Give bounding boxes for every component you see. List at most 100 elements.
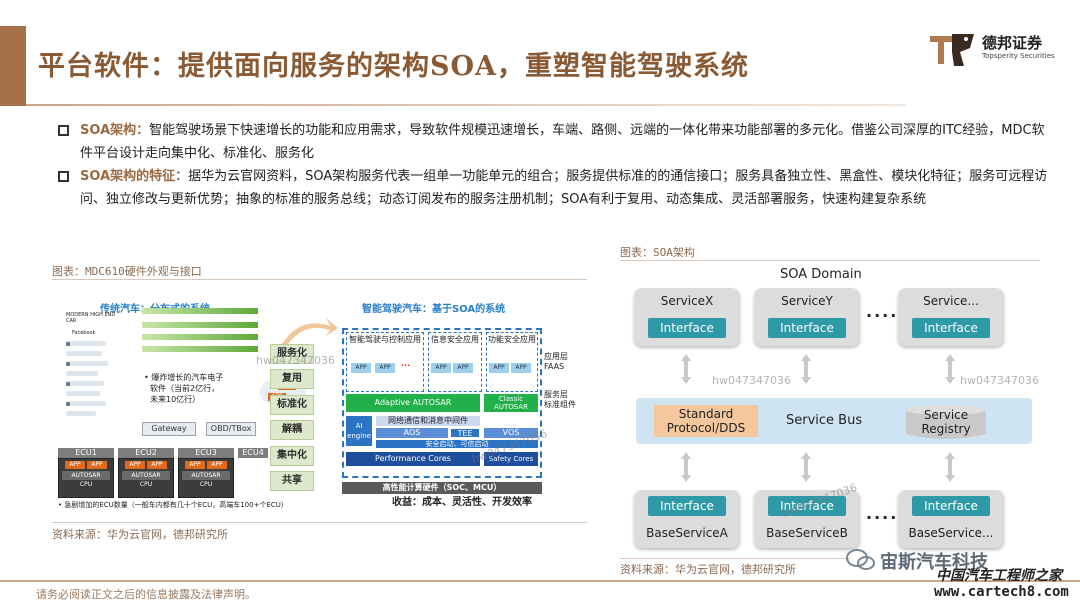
bullet-soa-architecture: SOA架构：智能驾驶场景下快速增长的功能和应用需求，导致软件规模迅速增长，车端、… xyxy=(58,119,1048,165)
tag-standardization: 标准化 xyxy=(270,395,314,415)
watermark-text: hw047347036 xyxy=(256,354,335,367)
safety-cores-bar: Safety Cores xyxy=(484,452,538,466)
bidirectional-arrow-icon xyxy=(945,452,955,482)
service-layer-label: 服务层 标准组件 xyxy=(544,390,576,409)
company-logo-icon xyxy=(930,34,974,66)
ellipsis-top: ···· xyxy=(866,306,899,325)
transition-arrow-icon xyxy=(282,318,338,344)
title-accent-bar xyxy=(0,26,26,106)
tag-centralization: 集中化 xyxy=(270,446,314,466)
adaptive-autosar-bar: Adaptive AUTOSAR xyxy=(346,394,480,412)
ecu-label: ECU2 xyxy=(118,448,174,458)
site-name-cn: 中国汽车工程师之家 xyxy=(936,568,1062,584)
bullet-lead: SOA架构： xyxy=(80,123,150,138)
bullet-lead: SOA架构的特征： xyxy=(80,169,189,184)
standard-protocol-box: Standard Protocol/DDS xyxy=(654,405,758,437)
interface-label: Interface xyxy=(648,318,726,338)
service-more-box: Service... Interface xyxy=(898,288,1004,346)
tag-reuse: 复用 xyxy=(270,369,314,389)
interface-label: Interface xyxy=(912,496,990,516)
base-service-a-box: Interface BaseServiceA xyxy=(634,490,740,548)
ecu-label: ECU4 xyxy=(238,448,268,458)
legal-disclaimer: 请务必阅读正文之后的信息披露及法律声明。 xyxy=(36,588,256,601)
classic-autosar-bar: Classic AUTOSAR xyxy=(484,394,538,412)
network-middleware-bar: 网络通信和消息中间件 xyxy=(376,416,480,426)
bidirectional-arrow-icon xyxy=(681,354,691,384)
square-bullet-icon xyxy=(58,125,69,136)
app-layer-label: 应用层 FAAS xyxy=(544,352,568,371)
service-registry-label: Service Registry xyxy=(921,408,971,436)
right-figure-source: 资料来源：华为云官网，德邦研究所 xyxy=(620,563,796,576)
tag-sharing: 共享 xyxy=(270,471,314,491)
bidirectional-arrow-icon xyxy=(945,354,955,384)
ecu-label: ECU3 xyxy=(178,448,234,458)
logo-text-cn: 德邦证券 xyxy=(982,34,1043,52)
database-icon xyxy=(906,405,986,439)
bullet-soa-features: SOA架构的特征：据华为云官网资料，SOA架构服务代表一组单一功能单元的组合；服… xyxy=(58,165,1048,211)
left-caption-divider xyxy=(52,279,587,280)
bidirectional-arrow-icon xyxy=(801,354,811,384)
company-logo: 德邦证券 Topsperity Securities xyxy=(930,28,1070,72)
title-underline xyxy=(26,104,906,106)
page-title: 平台软件：提供面向服务的架构SOA，重塑智能驾驶系统 xyxy=(38,51,749,82)
left-source-divider xyxy=(52,522,587,523)
benefit-summary: 收益：成本、灵活性、开发效率 xyxy=(392,497,532,508)
ecu-count-note: • 急剧增加的ECU数量（一般车内都有几十个ECU，高端车100+个ECU） xyxy=(58,501,288,509)
explosion-note: • 爆炸增长的汽车电子 软件（当前2亿行， 未来10亿行） xyxy=(144,373,224,404)
right-figure-caption: 图表：SOA架构 xyxy=(620,246,695,259)
bidirectional-arrow-icon xyxy=(801,452,811,482)
interface-label: Interface xyxy=(912,318,990,338)
smart-car-title: 智能驾驶汽车：基于SOA的系统 xyxy=(362,304,506,315)
car-label: MODERN HIGH END CAR xyxy=(66,312,116,324)
soa-stack-diagram: 智能驾驶与控制应用 APP APP ··· 信息安全应用 APP APP 功能安… xyxy=(342,328,542,478)
base-service-more-box: Interface BaseService... xyxy=(898,490,1004,548)
soa-col-driving: 智能驾驶与控制应用 APP APP ··· xyxy=(346,332,424,392)
soa-domain-title: SOA Domain xyxy=(780,267,862,282)
obd-tbox-box: OBD/TBox xyxy=(206,422,256,436)
soa-col-info-security: 信息安全应用 APP APP xyxy=(428,332,482,392)
ai-engine-box: AI engine xyxy=(346,416,372,446)
hardware-bar: 高性能计算硬件（SOC、MCU） xyxy=(342,482,542,494)
ecu-label: ECU1 xyxy=(58,448,114,458)
safe-boot-bar: 安全启动、可信启动 xyxy=(376,440,538,448)
interface-label: Interface xyxy=(768,318,846,338)
aos-bar: AOS xyxy=(376,428,448,438)
watermark-text: hw047347036 xyxy=(712,374,791,387)
growth-arrow xyxy=(142,346,258,352)
wechat-icon xyxy=(846,549,875,570)
logo-text-en: Topsperity Securities xyxy=(982,52,1055,60)
soa-col-func-safety: 功能安全应用 APP APP xyxy=(486,332,538,392)
mdc610-figure: 传统汽车：分布式的系统 智能驾驶汽车：基于SOA的系统 MODERN HIGH … xyxy=(52,288,587,518)
tee-bar: TEE xyxy=(450,428,480,438)
square-bullet-icon xyxy=(58,171,69,182)
interface-label: Interface xyxy=(648,496,726,516)
site-url: www.cartech8.com xyxy=(934,584,1069,600)
bidirectional-arrow-icon xyxy=(681,452,691,482)
tag-decoupling: 解耦 xyxy=(270,420,314,440)
service-y-box: ServiceY Interface xyxy=(754,288,860,346)
tag-servitization: 服务化 xyxy=(270,344,314,364)
watermark-text: hw047347036 xyxy=(960,374,1039,387)
car-label-facebook: Facebook xyxy=(72,330,96,336)
bullet-list: SOA架构：智能驾驶场景下快速增长的功能和应用需求，导致软件规模迅速增长，车端、… xyxy=(58,119,1048,211)
bullet-text: 据华为云官网资料，SOA架构服务代表一组单一功能单元的组合；服务提供标准的的通信… xyxy=(80,169,1048,207)
vos-bar: VOS xyxy=(484,428,538,438)
growth-arrow xyxy=(142,308,258,314)
growth-arrow xyxy=(142,334,258,340)
right-caption-divider xyxy=(620,260,1040,261)
gateway-box: Gateway xyxy=(142,422,196,436)
bullet-text: 智能驾驶场景下快速增长的功能和应用需求，导致软件规模迅速增长，车端、路侧、远端的… xyxy=(80,123,1045,161)
right-source-divider xyxy=(620,558,850,559)
growth-arrow xyxy=(142,322,258,328)
left-figure-caption: 图表：MDC610硬件外观与接口 xyxy=(52,265,202,278)
service-bus-label: Service Bus xyxy=(786,413,863,428)
base-service-b-box: Interface BaseServiceB xyxy=(754,490,860,548)
service-x-box: ServiceX Interface xyxy=(634,288,740,346)
car-feature-list: MODERN HIGH END CAR Facebook xyxy=(66,312,136,422)
interface-label: Interface xyxy=(768,496,846,516)
ellipsis-bottom: ···· xyxy=(866,508,899,527)
performance-cores-bar: Performance Cores xyxy=(346,452,480,466)
